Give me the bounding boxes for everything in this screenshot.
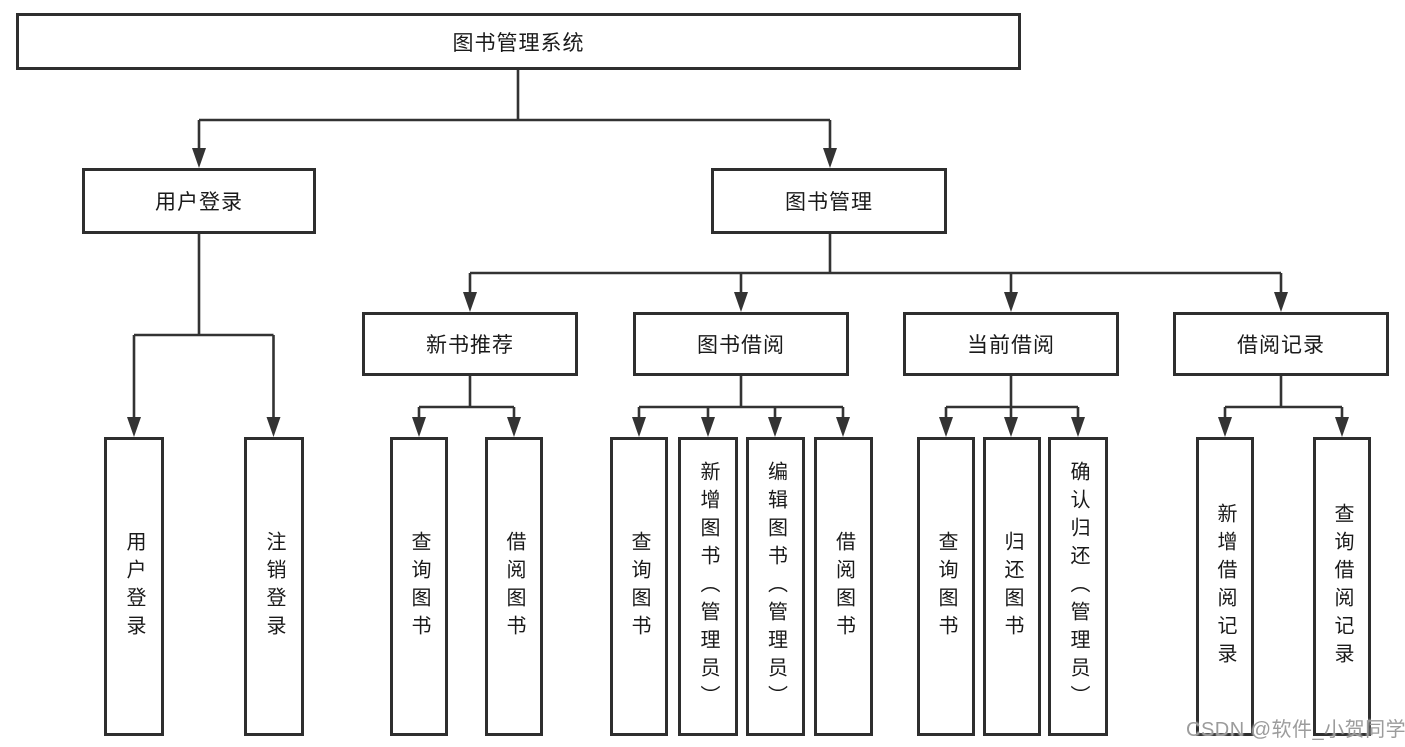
leaf-user-login-label: 用户登录 <box>123 530 145 643</box>
leaf-borrow-query-books-label: 查询图书 <box>628 530 650 643</box>
leaf-current-return-books-label: 归还图书 <box>1001 530 1023 643</box>
node-book-borrow: 图书借阅 <box>633 312 849 376</box>
leaf-records-query-record: 查询借阅记录 <box>1313 437 1371 736</box>
leaf-current-return-books: 归还图书 <box>983 437 1041 736</box>
node-user-login-label: 用户登录 <box>155 191 243 214</box>
node-new-book-recommend: 新书推荐 <box>362 312 578 376</box>
leaf-current-query-books-label: 查询图书 <box>935 530 957 643</box>
leaf-records-add-record-label: 新增借阅记录 <box>1214 502 1236 671</box>
leaf-borrow-borrow-books: 借阅图书 <box>814 437 873 736</box>
node-root-label: 图书管理系统 <box>452 31 585 55</box>
node-book-management: 图书管理 <box>711 168 947 234</box>
node-user-login: 用户登录 <box>82 168 316 234</box>
leaf-user-login: 用户登录 <box>104 437 164 736</box>
leaf-borrow-borrow-books-label: 借阅图书 <box>832 530 855 643</box>
leaf-borrow-add-books-admin-label: 新增图书（管理员） <box>697 460 719 713</box>
leaf-records-add-record: 新增借阅记录 <box>1196 437 1254 736</box>
leaf-current-confirm-return-admin: 确认归还（管理员） <box>1048 437 1108 736</box>
node-book-management-label: 图书管理 <box>785 191 873 214</box>
csdn-watermark: CSDN @软件_小贺同学 <box>1186 719 1405 741</box>
leaf-borrow-add-books-admin: 新增图书（管理员） <box>678 437 738 736</box>
node-borrow-records: 借阅记录 <box>1173 312 1389 376</box>
leaf-newrec-borrow-books-label: 借阅图书 <box>503 530 525 643</box>
node-borrow-records-label: 借阅记录 <box>1237 334 1325 357</box>
node-book-borrow-label: 图书借阅 <box>697 334 785 357</box>
leaf-current-confirm-return-admin-label: 确认归还（管理员） <box>1067 460 1089 713</box>
node-new-book-recommend-label: 新书推荐 <box>426 334 514 357</box>
leaf-newrec-query-books: 查询图书 <box>390 437 448 736</box>
node-current-borrow-label: 当前借阅 <box>967 334 1055 357</box>
leaf-logout: 注销登录 <box>244 437 304 736</box>
leaf-newrec-query-books-label: 查询图书 <box>408 530 430 643</box>
leaf-borrow-query-books: 查询图书 <box>610 437 668 736</box>
leaf-current-query-books: 查询图书 <box>917 437 975 736</box>
leaf-logout-label: 注销登录 <box>263 530 285 643</box>
leaf-borrow-edit-books-admin: 编辑图书（管理员） <box>746 437 805 736</box>
node-root: 图书管理系统 <box>16 13 1021 70</box>
node-current-borrow: 当前借阅 <box>903 312 1119 376</box>
leaf-newrec-borrow-books: 借阅图书 <box>485 437 543 736</box>
leaf-borrow-edit-books-admin-label: 编辑图书（管理员） <box>764 460 787 713</box>
leaf-records-query-record-label: 查询借阅记录 <box>1331 502 1353 671</box>
